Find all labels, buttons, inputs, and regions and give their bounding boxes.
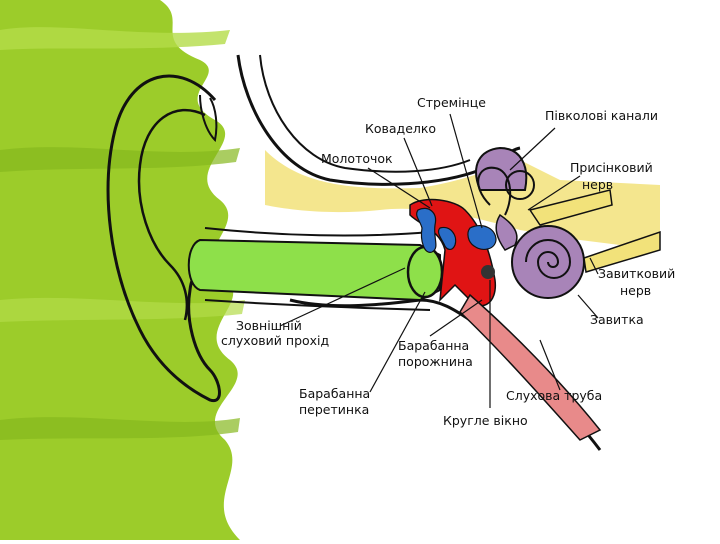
label-vestibular-nerve-2: нерв xyxy=(582,177,613,192)
label-cochlear-nerve-1: Завитковий xyxy=(598,266,675,281)
label-tympanic-cavity-2: порожнина xyxy=(398,354,473,369)
label-incus: Коваделко xyxy=(365,121,436,136)
label-eardrum-2: перетинка xyxy=(299,402,369,417)
external-canal xyxy=(189,240,440,300)
label-malleus: Молоточок xyxy=(321,151,393,166)
label-eardrum-1: Барабанна xyxy=(299,386,370,401)
label-cochlear-nerve-2: нерв xyxy=(620,283,651,298)
label-semicircular: Півколові канали xyxy=(545,108,658,123)
label-vestibular-nerve-1: Присінковий xyxy=(570,160,653,175)
eardrum xyxy=(408,247,442,297)
label-eustachian: Слухова труба xyxy=(506,388,602,403)
label-ext-canal-2: слуховий прохід xyxy=(221,333,329,348)
round-window-dot xyxy=(481,265,495,279)
label-cochlea: Завитка xyxy=(590,312,644,327)
canal-upper-wall xyxy=(205,228,430,235)
label-stapes: Стремінце xyxy=(417,95,486,110)
label-round-window: Кругле вікно xyxy=(443,413,528,428)
label-ext-canal-1: Зовнішній xyxy=(236,318,302,333)
label-tympanic-cavity-1: Барабанна xyxy=(398,338,469,353)
